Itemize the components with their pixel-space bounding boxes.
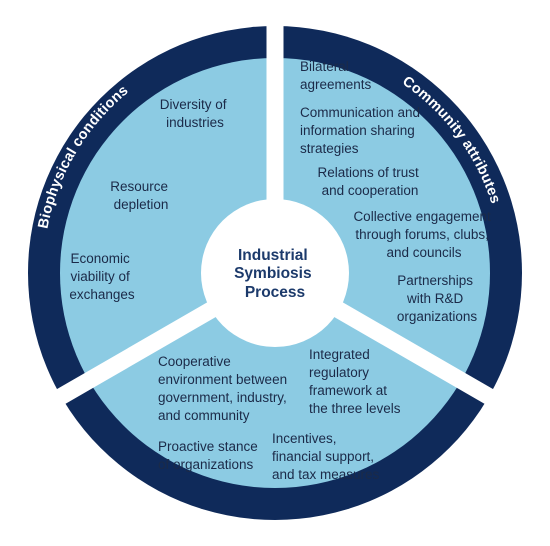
center-circle xyxy=(201,199,349,347)
item-diversity-of-industries: Diversity of industries xyxy=(160,97,231,130)
ring-label-rules: Rules in use xyxy=(231,524,320,544)
item-communication-strategies: Communication and information sharing st… xyxy=(300,105,424,156)
item-bilateral-agreements: Bilateral agreements xyxy=(300,59,372,92)
item-economic-viability: Economic viability of exchanges xyxy=(69,251,135,302)
item-collective-engagement: Collective engagement through forums, cl… xyxy=(353,209,494,260)
item-cooperative-environment: Cooperative environment between governme… xyxy=(158,354,291,423)
center-title: Industrial Symbiosis Process xyxy=(234,247,316,301)
item-integrated-regulatory-framework: Integrated regulatory framework at the t… xyxy=(309,347,401,416)
item-proactive-stance: Proactive stance of organizations xyxy=(158,439,262,472)
item-partnerships-rnd: Partnerships with R&D organizations xyxy=(397,273,478,324)
item-incentives: Incentives, financial support, and tax m… xyxy=(272,431,380,482)
item-resource-depletion: Resource depletion xyxy=(110,179,172,212)
item-relations-of-trust: Relations of trust and cooperation xyxy=(317,165,422,198)
